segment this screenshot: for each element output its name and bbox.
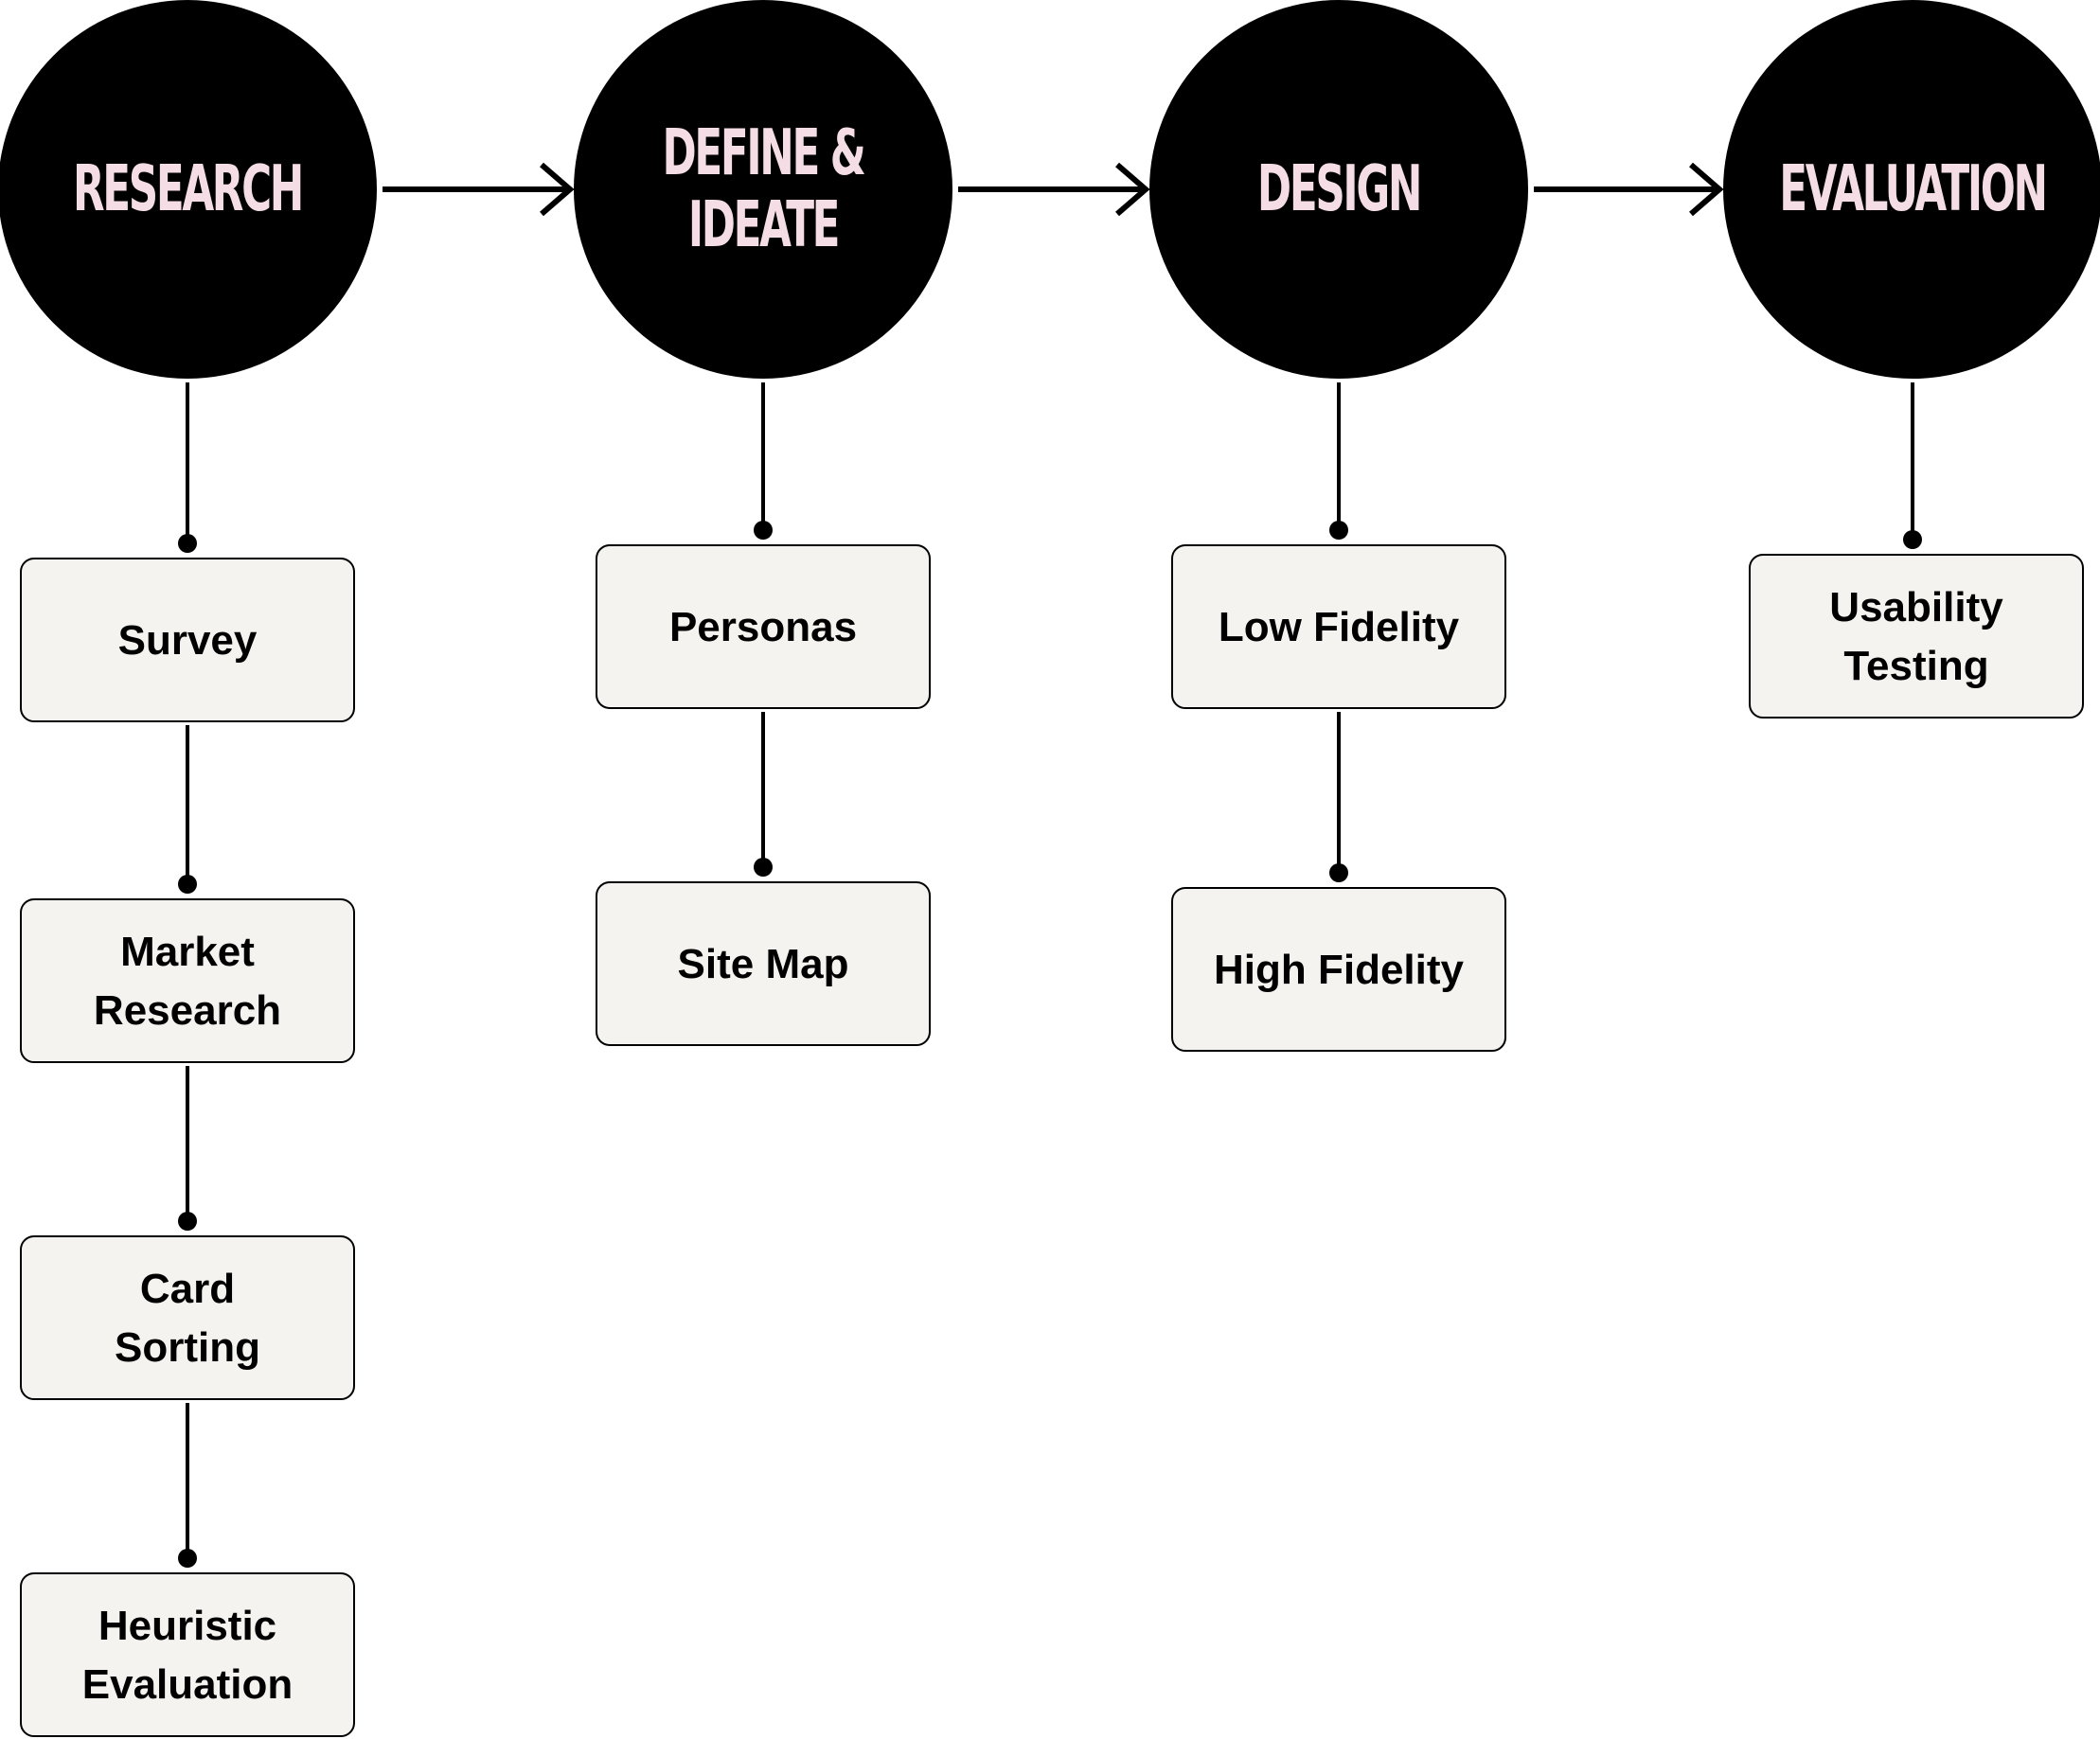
task-box-label: Heuristic <box>98 1603 276 1649</box>
task-box-rect <box>20 898 355 1063</box>
task-box-label: Testing <box>1843 643 1988 689</box>
arrow-head <box>1689 162 1724 217</box>
connector-dot <box>754 521 773 540</box>
stage-circle <box>574 0 952 379</box>
stage-label: DESIGN <box>1257 151 1420 225</box>
connector-dot <box>1329 863 1348 882</box>
stage-arrow <box>1534 162 1724 217</box>
task-box: Survey <box>20 558 355 722</box>
task-box-rect <box>1171 887 1506 1052</box>
stage-node: EVALUATION <box>1723 0 2100 379</box>
connector-dot <box>178 1549 197 1568</box>
task-box-label: Site Map <box>678 941 849 987</box>
stage-node: RESEARCH <box>0 0 377 379</box>
stage-connectors <box>178 382 1922 1568</box>
task-boxes: SurveyMarketResearchCardSortingHeuristic… <box>20 544 2084 1737</box>
task-box-rect <box>20 558 355 722</box>
connector-dot <box>1903 530 1922 549</box>
task-box-label: Low Fidelity <box>1219 604 1460 650</box>
task-box-rect <box>1749 554 2084 719</box>
stage-circle <box>1149 0 1528 379</box>
stage-label: EVALUATION <box>1779 151 2046 225</box>
stage-arrows <box>383 162 1724 217</box>
stage-circles: RESEARCH DEFINE &IDEATE DESIGN EVALUATION <box>0 0 2100 379</box>
task-box-label: Personas <box>669 604 857 650</box>
task-box-rect <box>20 1572 355 1737</box>
task-box-label: Research <box>94 987 281 1034</box>
connector-dot <box>178 534 197 553</box>
task-box: Low Fidelity <box>1171 544 1506 709</box>
task-box-rect <box>20 1235 355 1400</box>
task-box-label: Evaluation <box>82 1661 294 1708</box>
stage-circle <box>0 0 377 379</box>
task-box-label: Survey <box>118 617 258 664</box>
task-box-rect <box>1171 544 1506 709</box>
connector-dot <box>754 858 773 877</box>
task-box-label: Card <box>140 1266 235 1312</box>
task-box-label: High Fidelity <box>1214 947 1465 993</box>
stage-node: DESIGN <box>1149 0 1528 379</box>
task-box-rect <box>596 544 931 709</box>
connector-dot <box>1329 521 1348 540</box>
task-box: Site Map <box>596 881 931 1046</box>
connector-dot <box>178 1212 197 1231</box>
task-box: Personas <box>596 544 931 709</box>
stage-label: DEFINE & <box>662 115 864 189</box>
task-box-label: Usability <box>1829 584 2003 630</box>
task-box-label: Market <box>120 929 255 975</box>
stage-node: DEFINE &IDEATE <box>574 0 952 379</box>
connector-dot <box>178 875 197 894</box>
task-box: High Fidelity <box>1171 887 1506 1052</box>
arrow-head <box>1115 162 1150 217</box>
arrow-head <box>540 162 575 217</box>
stage-circle <box>1723 0 2100 379</box>
stage-label: IDEATE <box>688 187 838 261</box>
stage-arrow <box>383 162 575 217</box>
stage-arrow <box>958 162 1150 217</box>
task-box-label: Sorting <box>115 1324 260 1371</box>
stage-label: RESEARCH <box>73 151 302 225</box>
task-box-rect <box>596 881 931 1046</box>
